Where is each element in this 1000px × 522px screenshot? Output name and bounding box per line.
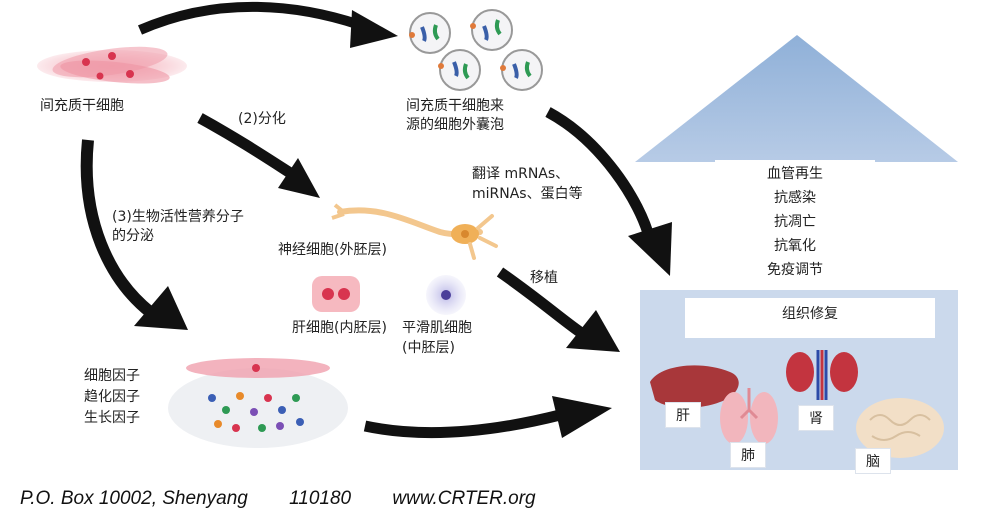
transplant-label: 移植 [530,270,558,286]
liver-organ-image [650,365,739,408]
effect-anti-infection: 抗感染 [774,190,816,206]
translate-label: 翻译 mRNAs、 miRNAs、蛋白等 [472,164,583,204]
arrow-to-factors [134,286,188,330]
effect-antioxidant: 抗氧化 [774,238,816,254]
house-roof [635,35,958,162]
factor-growth: 生长因子 [84,410,140,426]
arrow-transplant [566,310,620,352]
smooth-muscle-line1: 平滑肌细胞 [402,320,472,336]
effect-anti-apoptosis: 抗凋亡 [774,214,816,230]
smooth-muscle-label: 平滑肌细胞 (中胚层) [402,318,472,358]
footer: P.O. Box 10002, Shenyang 110180 www.CRTE… [20,488,572,510]
msc-cells-image [37,46,187,84]
arrow-factors-to-house [552,396,612,438]
factor-chemokine: 趋化因子 [84,389,140,405]
neuron-label: 神经细胞(外胚层) [278,242,387,258]
factors-image [168,358,348,448]
neuron-image [331,203,498,260]
brain-organ-image [856,398,944,458]
step-secretion-label: (3)生物活性营养分子 的分泌 [112,208,244,246]
step-secretion-line1: (3)生物活性营养分子 [112,209,244,225]
organ-label-kidney: 肾 [798,405,834,431]
arrow-to-neuron [278,158,320,198]
kidney-organ-image [786,350,858,400]
effect-immunomodulation: 免疫调节 [767,262,823,278]
effects-list: 血管再生 抗感染 抗凋亡 抗氧化 免疫调节 [715,160,875,282]
footer-url: www.CRTER.org [392,488,536,509]
organ-label-lung: 肺 [730,442,766,468]
step-differentiation-label: (2)分化 [238,111,286,127]
arrow-exosomes-to-house [628,222,672,276]
smooth-muscle-line2: (中胚层) [402,340,455,356]
exosome-label-line2: 源的细胞外囊泡 [406,117,504,133]
translate-label-line2: miRNAs、蛋白等 [472,186,583,202]
effect-angiogenesis: 血管再生 [767,166,823,182]
arrows [80,1,672,439]
exosome-label: 间充质干细胞来 源的细胞外囊泡 [406,97,504,135]
organ-label-brain: 脑 [855,448,891,474]
factors-list: 细胞因子 趋化因子 生长因子 [84,366,140,429]
smooth-muscle-cell-image [426,275,466,315]
source-cell-label: 间充质干细胞 [40,98,124,114]
liver-cell-image [312,276,360,312]
footer-zip: 110180 [289,488,352,509]
exosomes-image [409,9,543,91]
translate-label-line1: 翻译 mRNAs、 [472,166,570,182]
tissue-repair-label: 组织修复 [685,298,935,338]
exosome-label-line1: 间充质干细胞来 [406,98,504,114]
organ-label-liver: 肝 [665,402,701,428]
lung-organ-image [720,388,778,444]
arrow-to-exosomes [350,10,398,48]
liver-cell-label: 肝细胞(内胚层) [292,320,387,336]
factor-cytokine: 细胞因子 [84,368,140,384]
step-secretion-line2: 的分泌 [112,228,154,244]
footer-pobox: P.O. Box 10002, Shenyang [20,488,248,509]
